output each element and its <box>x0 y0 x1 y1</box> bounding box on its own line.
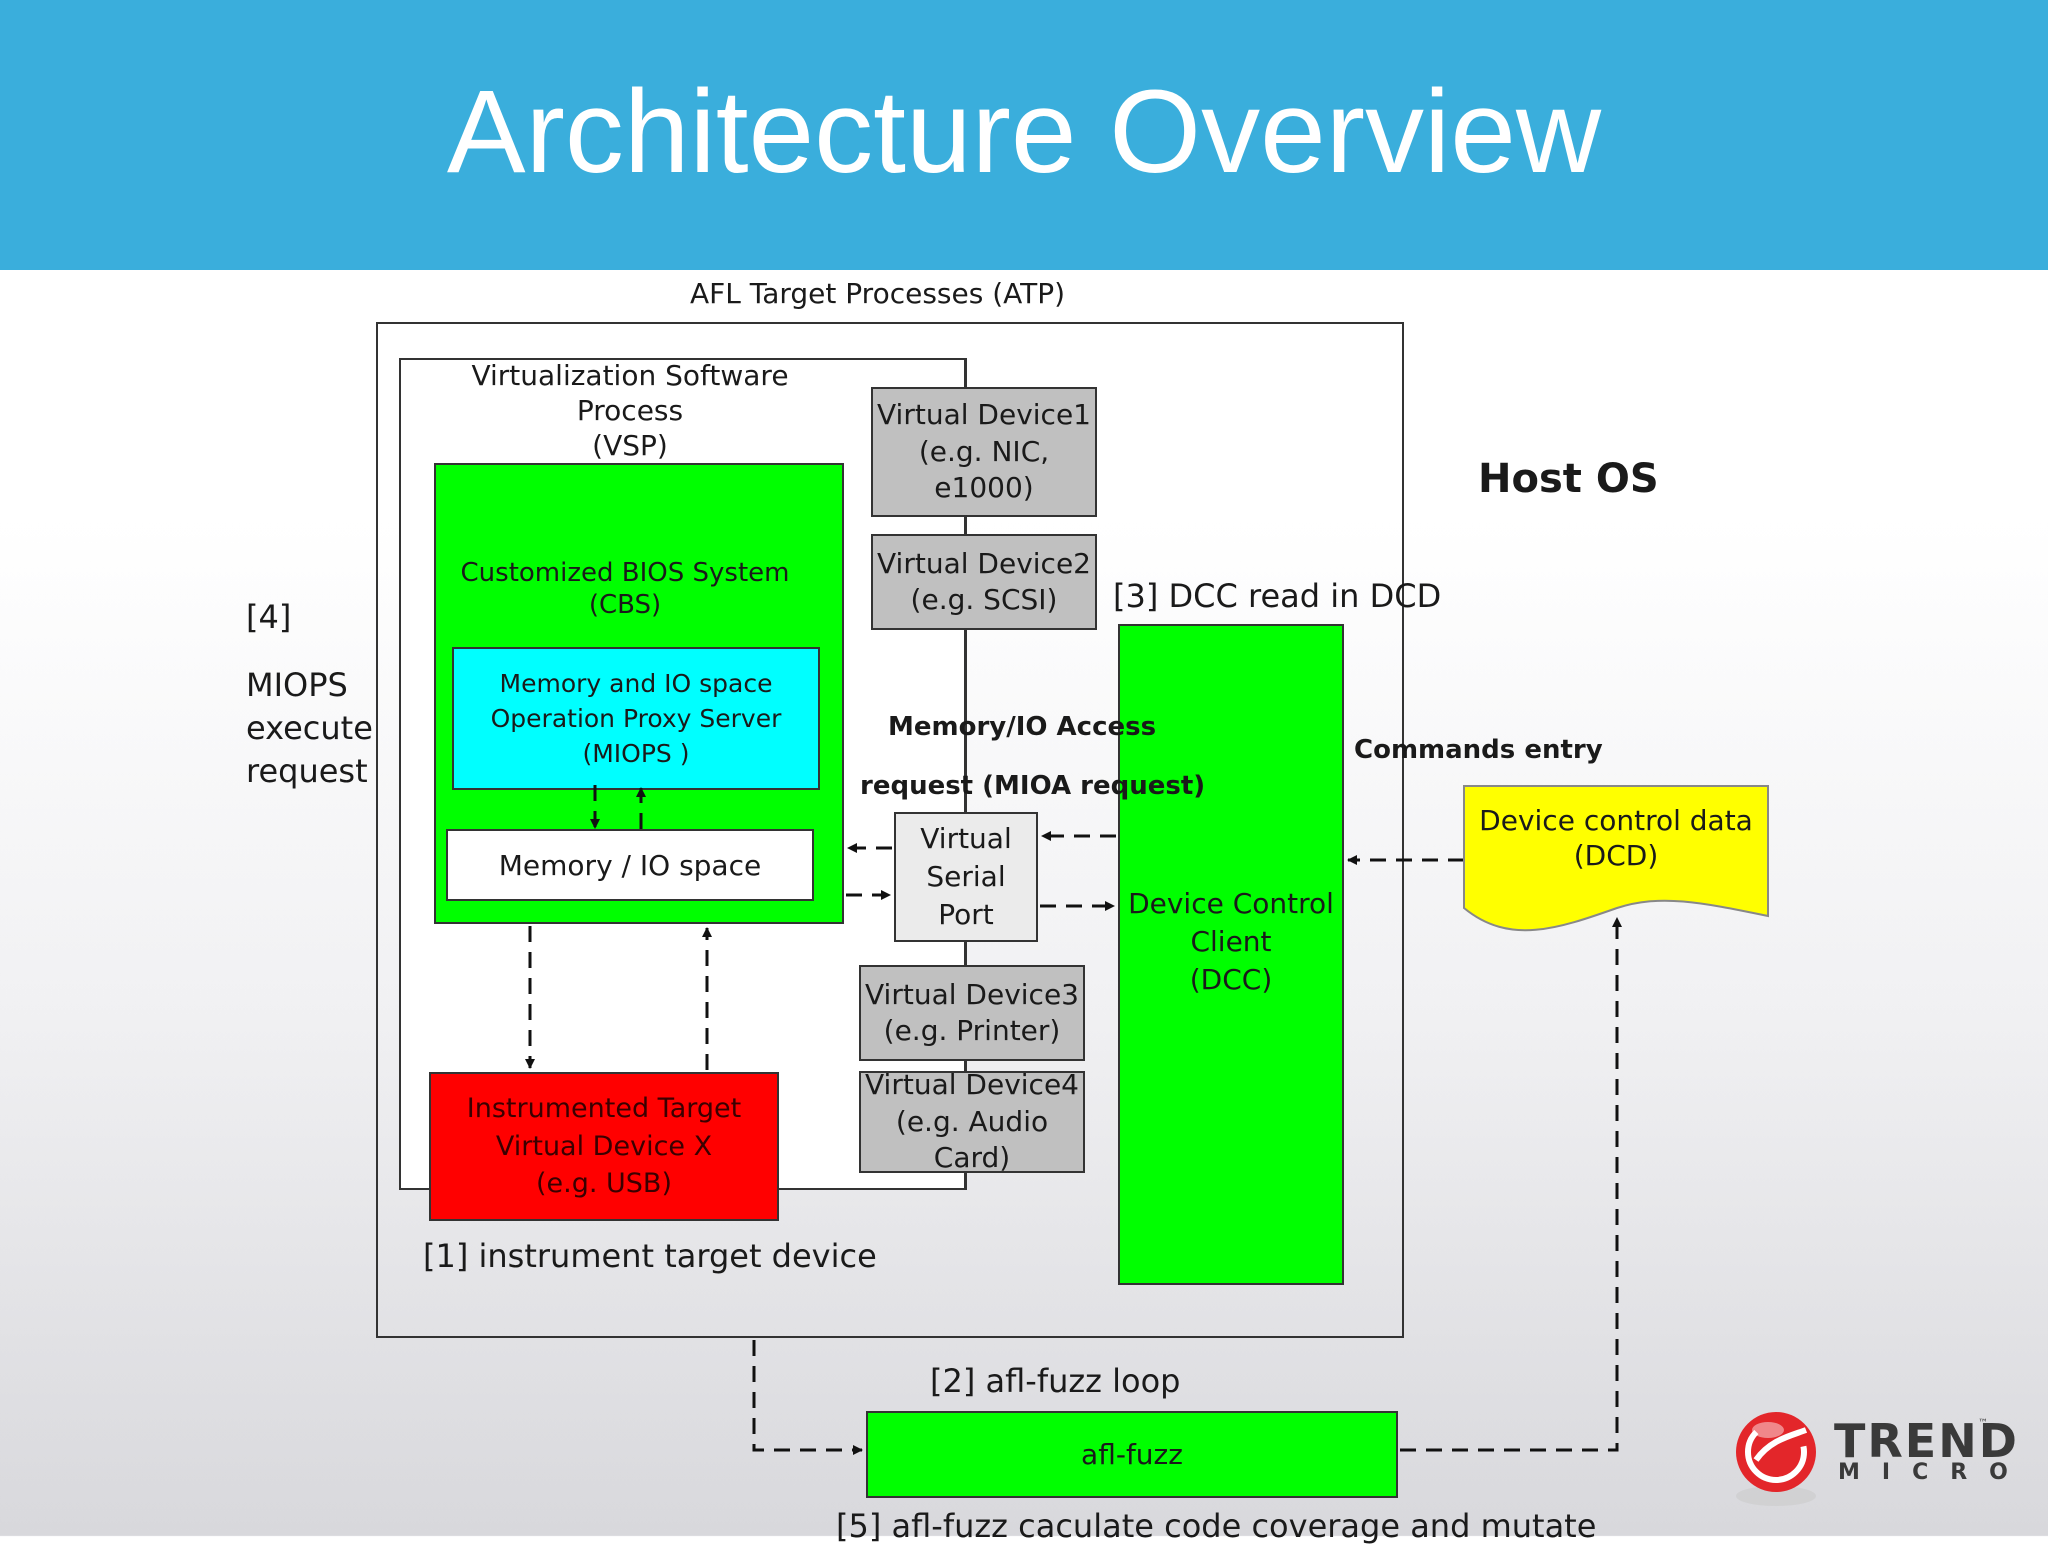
virtual-device4-label: Virtual Device4 (e.g. Audio Card) <box>865 1068 1079 1175</box>
virtual-serial-port-box: Virtual Serial Port <box>894 812 1038 942</box>
memory-io-space-box: Memory / IO space <box>446 829 814 901</box>
mioa-label-line1: Memory/IO Access <box>888 712 1157 742</box>
trend-micro-logo-line2: MICRO <box>1838 1460 2030 1485</box>
commands-entry-label: Commands entry <box>1354 735 1603 765</box>
vsp-label: Virtualization Software Process (VSP) <box>471 358 789 462</box>
mioa-label-line2: request (MIOA request) <box>860 771 1206 801</box>
trend-micro-logo-line1: TREND <box>1834 1414 2019 1468</box>
virtual-serial-port-label: Virtual Serial Port <box>920 822 1012 931</box>
instrumented-target-box: Instrumented Target Virtual Device X (e.… <box>429 1072 779 1221</box>
slide-title: Architecture Overview <box>446 66 1602 198</box>
virtual-device2-label: Virtual Device2 (e.g. SCSI) <box>877 546 1091 616</box>
miops-box: Memory and IO space Operation Proxy Serv… <box>452 647 820 790</box>
dcc-box: Device Control Client (DCC) <box>1118 624 1344 1285</box>
step4-number: [4] <box>246 598 292 636</box>
virtual-device1-label: Virtual Device1 (e.g. NIC, e1000) <box>877 398 1091 505</box>
dcc-label: Device Control Client (DCC) <box>1128 887 1334 996</box>
virtual-device4-box: Virtual Device4 (e.g. Audio Card) <box>859 1068 1085 1174</box>
atp-box <box>376 322 1404 1338</box>
trend-micro-logo-tm: ™ <box>1978 1418 1988 1429</box>
trend-micro-swirl-icon <box>1736 1412 1816 1506</box>
miops-label: Memory and IO space Operation Proxy Serv… <box>490 669 782 768</box>
virtual-device3-label: Virtual Device3 (e.g. Printer) <box>865 977 1079 1047</box>
title-banner <box>0 0 2048 270</box>
host-os-label: Host OS <box>1478 456 1659 502</box>
step3-label: [3] DCC read in DCD <box>1113 577 1442 615</box>
step4-text: MIOPS execute request <box>246 666 373 791</box>
atp-label: AFL Target Processes (ATP) <box>690 277 1066 310</box>
step2-label: [2] afl-fuzz loop <box>930 1362 1181 1400</box>
instrumented-target-label: Instrumented Target Virtual Device X (e.… <box>466 1092 742 1200</box>
trend-micro-logo: TREND MICRO ™ <box>1730 1400 2017 1520</box>
memory-io-space-label: Memory / IO space <box>498 848 762 882</box>
virtual-device1-box: Virtual Device1 (e.g. NIC, e1000) <box>871 387 1097 517</box>
step5-label: [5] afl-fuzz caculate code coverage and … <box>836 1507 1597 1545</box>
afl-fuzz-label: afl-fuzz <box>1081 1438 1183 1471</box>
afl-fuzz-box: afl-fuzz <box>866 1411 1398 1498</box>
device-bus-line <box>964 358 966 1190</box>
virtual-device3-box: Virtual Device3 (e.g. Printer) <box>859 965 1085 1061</box>
step1-label: [1] instrument target device <box>423 1237 877 1275</box>
virtual-device2-box: Virtual Device2 (e.g. SCSI) <box>871 534 1097 630</box>
dcd-label: Device control data (DCD) <box>1479 804 1753 872</box>
cbs-label: Customized BIOS System (CBS) <box>460 557 790 621</box>
